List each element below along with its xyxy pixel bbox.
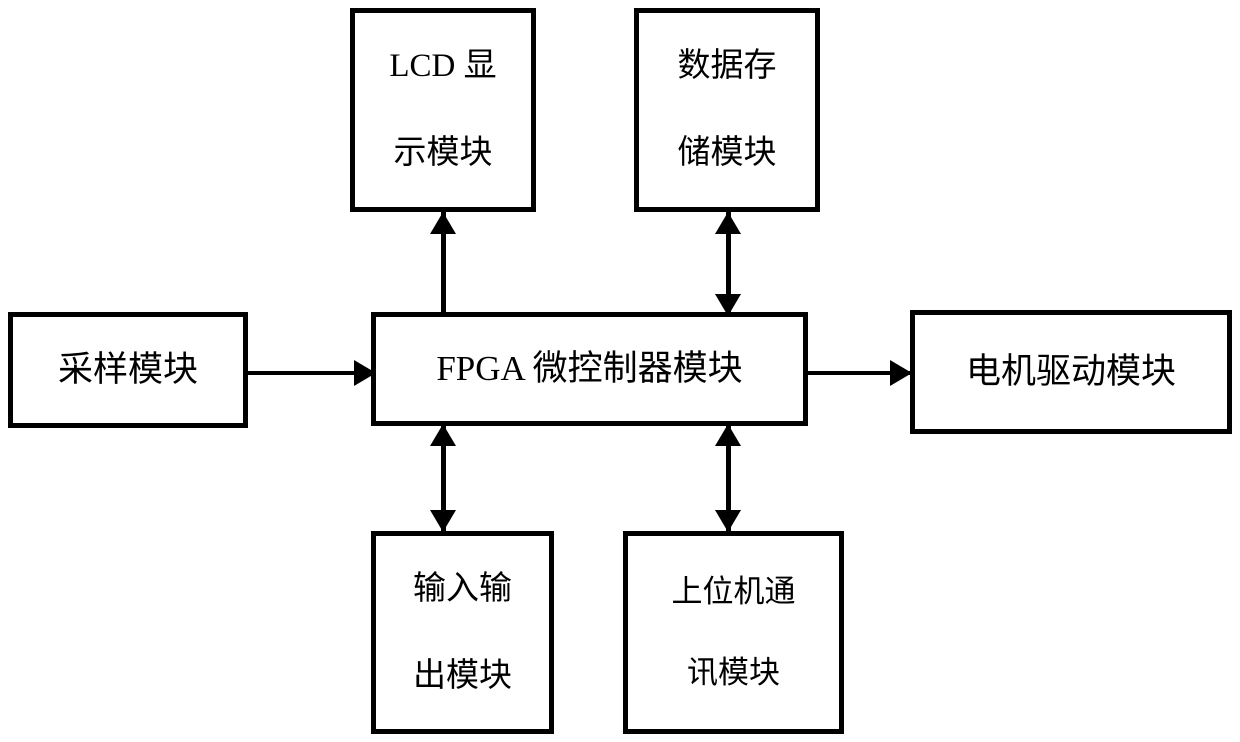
connector-fpga-to-lcd-arrowhead-up <box>430 212 456 234</box>
block-motor-drive-module-line-1: 电机驱动模块 <box>965 351 1176 391</box>
connector-fpga-data-storage-arrowhead-down <box>715 294 741 316</box>
connector-fpga-host-comm-line <box>726 424 731 532</box>
connector-fpga-to-motor-arrowhead <box>890 360 912 386</box>
connector-fpga-to-motor-line <box>806 371 914 375</box>
connector-fpga-data-storage-arrowhead-up <box>715 212 741 234</box>
block-data-storage-module-line-2: 储模块 <box>677 135 777 171</box>
block-host-communication-module[interactable]: 上位机通 讯模块 <box>623 531 844 734</box>
connector-fpga-host-comm-arrowhead-up <box>715 424 741 446</box>
connector-fpga-to-lcd-line <box>441 212 446 316</box>
block-sampling-module-line-1: 采样模块 <box>57 349 198 389</box>
block-io-module-line-2: 出模块 <box>413 657 512 694</box>
connector-sampling-to-fpga-line <box>248 371 376 375</box>
block-fpga-microcontroller-module[interactable]: FPGA 微控制器模块 <box>371 312 808 426</box>
block-motor-drive-module[interactable]: 电机驱动模块 <box>910 310 1232 434</box>
block-host-communication-module-line-1: 上位机通 <box>671 573 796 609</box>
connector-fpga-io-arrowhead-down <box>430 510 456 532</box>
connector-fpga-data-storage-line <box>726 212 731 316</box>
connector-fpga-io-arrowhead-up <box>430 424 456 446</box>
connector-fpga-io-line <box>441 424 446 532</box>
block-lcd-display-module-line-2: 示模块 <box>393 135 493 171</box>
block-fpga-microcontroller-module-line-1: FPGA 微控制器模块 <box>436 348 743 388</box>
block-io-module-line-1: 输入输 <box>413 570 512 607</box>
connector-sampling-to-fpga-arrowhead <box>354 360 376 386</box>
block-lcd-display-module[interactable]: LCD 显 示模块 <box>350 8 536 212</box>
block-data-storage-module-line-1: 数据存 <box>677 48 777 85</box>
block-data-storage-module[interactable]: 数据存 储模块 <box>634 8 820 212</box>
connector-fpga-host-comm-arrowhead-down <box>715 510 741 532</box>
block-io-module[interactable]: 输入输 出模块 <box>371 531 554 734</box>
block-sampling-module[interactable]: 采样模块 <box>8 312 248 428</box>
block-lcd-display-module-line-1: LCD 显 <box>389 48 497 85</box>
block-host-communication-module-line-2: 讯模块 <box>687 654 780 690</box>
